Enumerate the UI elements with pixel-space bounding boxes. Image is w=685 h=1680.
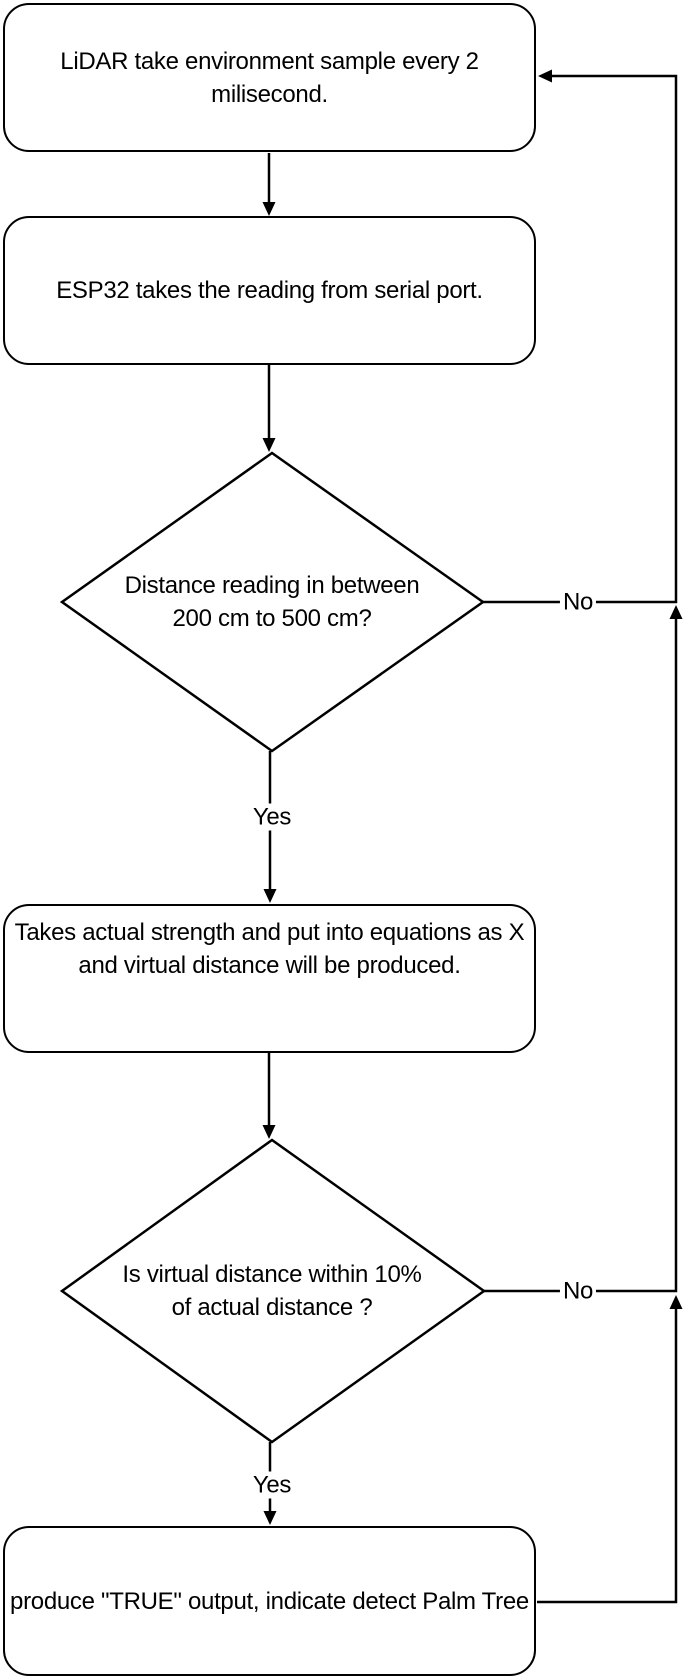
decision-virtual-distance-shape (59, 1138, 487, 1444)
decision-distance-range-label: Distance reading in between 200 cm to 50… (82, 569, 462, 635)
arrow-lidar-to-esp32 (262, 153, 276, 216)
decision-distance-range-shape (59, 451, 486, 753)
decision-virtual-distance-text-line2: of actual distance ? (171, 1294, 373, 1321)
decision-virtual-distance-text-line1: Is virtual distance within 10% (122, 1261, 422, 1288)
process-node-output: produce "TRUE" output, indicate detect P… (3, 1526, 536, 1676)
process-node-esp32: ESP32 takes the reading from serial port… (3, 216, 536, 365)
decision-virtual-distance-label: Is virtual distance within 10% of actual… (82, 1258, 462, 1324)
edge-label-virtual-no: No (559, 1277, 597, 1305)
process-node-lidar: LiDAR take environment sample every 2 mi… (3, 3, 536, 152)
process-node-equation-text-line1: Takes actual strength and put into equat… (14, 919, 525, 946)
edge-label-virtual-yes: Yes (249, 1471, 295, 1499)
decision-distance-range-text-line2: 200 cm to 500 cm? (172, 605, 372, 632)
arrow-equation-to-virtual-check (262, 1053, 276, 1139)
process-node-equation-text-line2: and virtual distance will be produced. (78, 952, 461, 979)
process-node-lidar-text-line1: LiDAR take environment sample every 2 (60, 47, 479, 75)
process-node-esp32-text-line1: ESP32 takes the reading from serial port… (56, 277, 483, 304)
edge-label-distance-yes: Yes (249, 803, 295, 831)
process-node-output-text-line1: produce "TRUE" output, indicate detect P… (10, 1587, 529, 1615)
process-node-equation: Takes actual strength and put into equat… (3, 904, 536, 1053)
arrow-output-feedback (537, 1295, 683, 1604)
edge-label-distance-no: No (559, 588, 597, 616)
process-node-lidar-text-line2: milisecond. (211, 80, 328, 108)
decision-distance-range-text-line1: Distance reading in between (124, 572, 420, 599)
arrow-esp32-to-distance-check (262, 365, 276, 452)
arrow-virtual-no-feedback (484, 605, 683, 1293)
